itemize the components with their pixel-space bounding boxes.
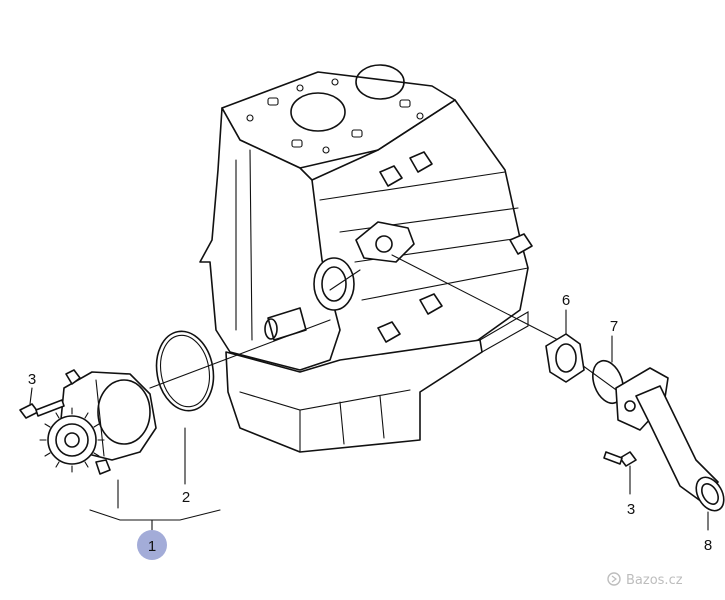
- callout-1-highlight: [137, 530, 167, 560]
- callout-2: 2: [182, 489, 190, 506]
- callout-3-left: 3: [28, 371, 36, 388]
- water-pump-part-1: [39, 369, 157, 475]
- engine-block: [199, 64, 533, 453]
- pump-sprocket: [39, 407, 105, 473]
- bolt-part-3-left: [19, 387, 65, 419]
- bolt-part-3-right: [603, 451, 637, 495]
- watermark: Bazos.cz: [607, 572, 683, 588]
- callout-8: 8: [704, 537, 712, 554]
- callout-6: 6: [562, 292, 570, 309]
- seal-ring-part-7: [592, 359, 624, 405]
- callout-7: 7: [610, 318, 618, 335]
- callout-3-right: 3: [627, 501, 635, 518]
- o-ring-part-2: [155, 330, 215, 412]
- callout-1: 1: [148, 538, 156, 555]
- thermostat-part-6: [545, 309, 585, 383]
- watermark-text: Bazos.cz: [626, 573, 683, 588]
- callouts: 1 2 3 3 6 7 8: [28, 292, 712, 560]
- coolant-pipe-part-8: [615, 367, 725, 531]
- watermark-logo-icon: [607, 572, 621, 586]
